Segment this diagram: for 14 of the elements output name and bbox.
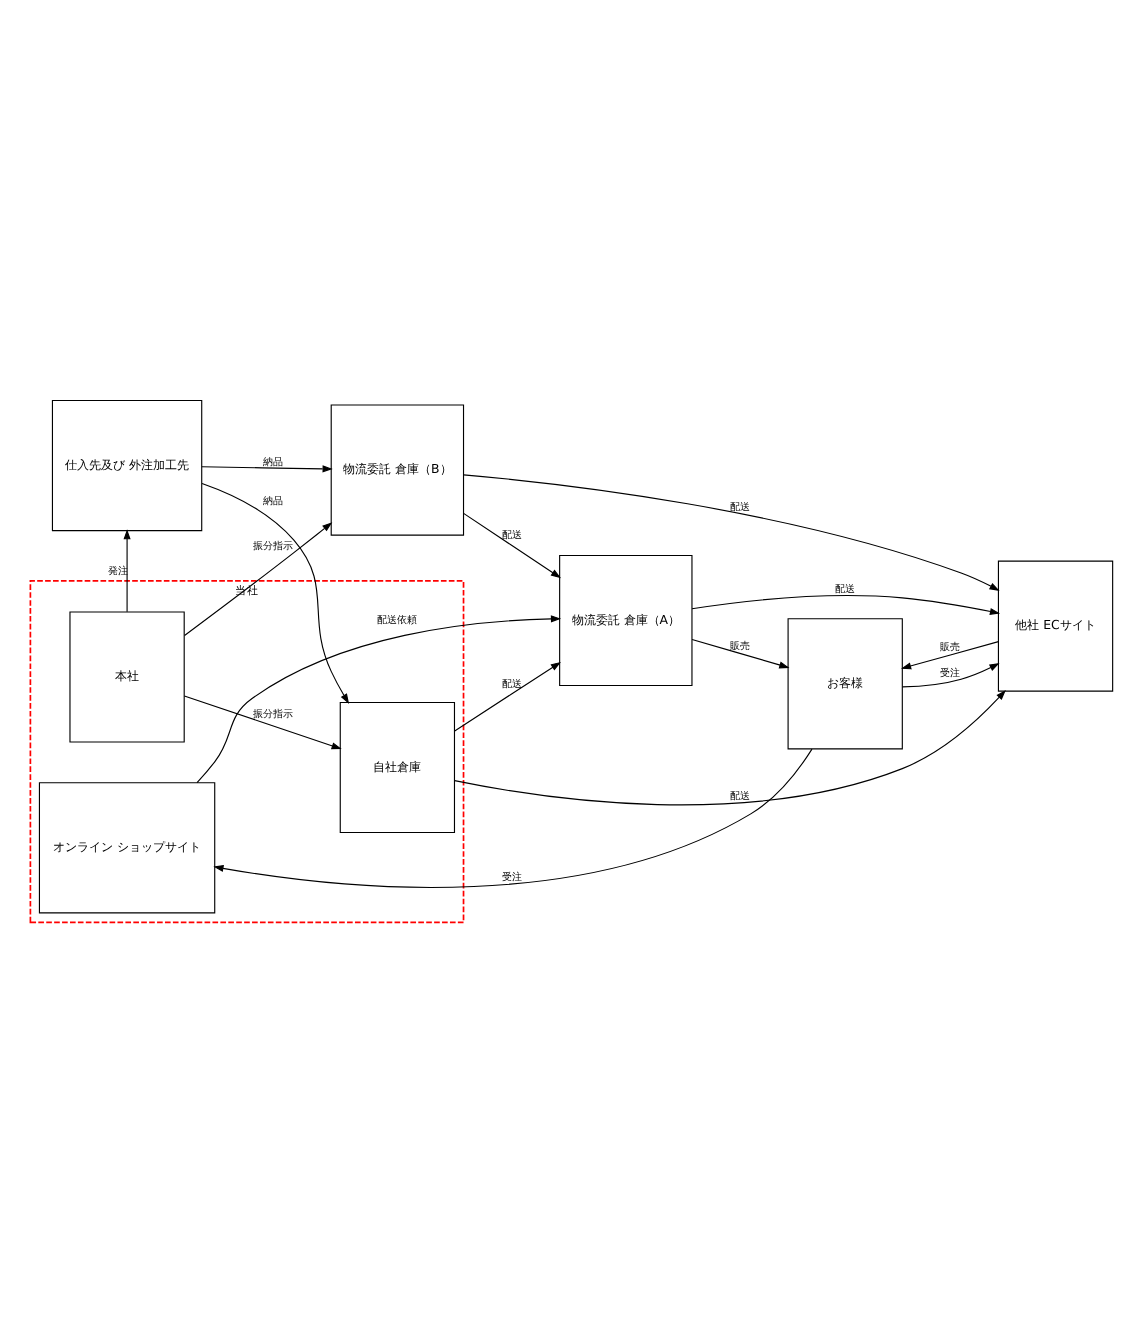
arrow xyxy=(691,637,790,668)
arrow xyxy=(196,614,562,783)
arrow xyxy=(201,481,350,703)
arrow xyxy=(463,473,1000,590)
arrow xyxy=(183,694,342,749)
arrow xyxy=(901,640,999,669)
arrow xyxy=(463,511,562,578)
arrow xyxy=(201,464,333,472)
arrow xyxy=(901,662,1000,687)
arrow xyxy=(454,660,561,731)
arrow xyxy=(184,521,333,636)
arrow xyxy=(691,594,1001,614)
arrow xyxy=(213,747,813,887)
arrow xyxy=(454,689,1006,805)
